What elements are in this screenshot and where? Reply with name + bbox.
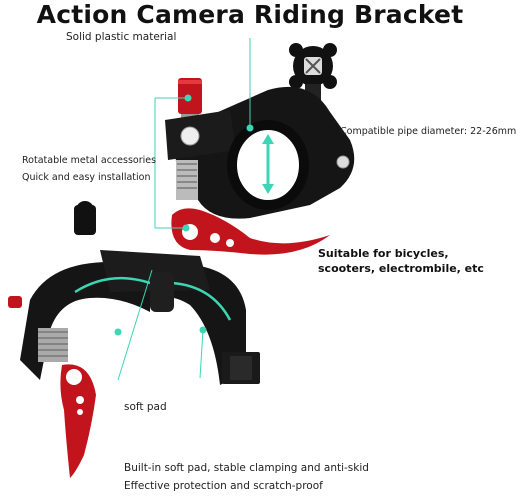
upper-bracket — [165, 43, 355, 255]
label-soft-pad: soft pad — [124, 401, 167, 413]
label-material: Solid plastic material — [66, 31, 177, 43]
label-install: Quick and easy installation — [22, 172, 151, 183]
callout-lines — [114, 38, 254, 381]
page-title: Action Camera Riding Bracket — [36, 0, 464, 29]
callout-pad-left-line — [117, 269, 153, 381]
label-suitable-line-2: scooters, electrombile, etc — [318, 262, 484, 275]
label-pipe-diameter: Compatible pipe diameter: 22-26mm — [340, 126, 516, 137]
callout-pad-right-line — [199, 329, 204, 379]
label-protection: Effective protection and scratch-proof — [124, 480, 323, 492]
product-illustration — [8, 38, 355, 478]
label-suitable: Suitable for bicycles, scooters, electro… — [318, 246, 484, 276]
lower-bracket — [8, 201, 260, 478]
label-rotatable: Rotatable metal accessories — [22, 155, 157, 166]
label-builtin-pad: Built-in soft pad, stable clamping and a… — [124, 462, 369, 474]
label-suitable-line-1: Suitable for bicycles, — [318, 247, 449, 260]
